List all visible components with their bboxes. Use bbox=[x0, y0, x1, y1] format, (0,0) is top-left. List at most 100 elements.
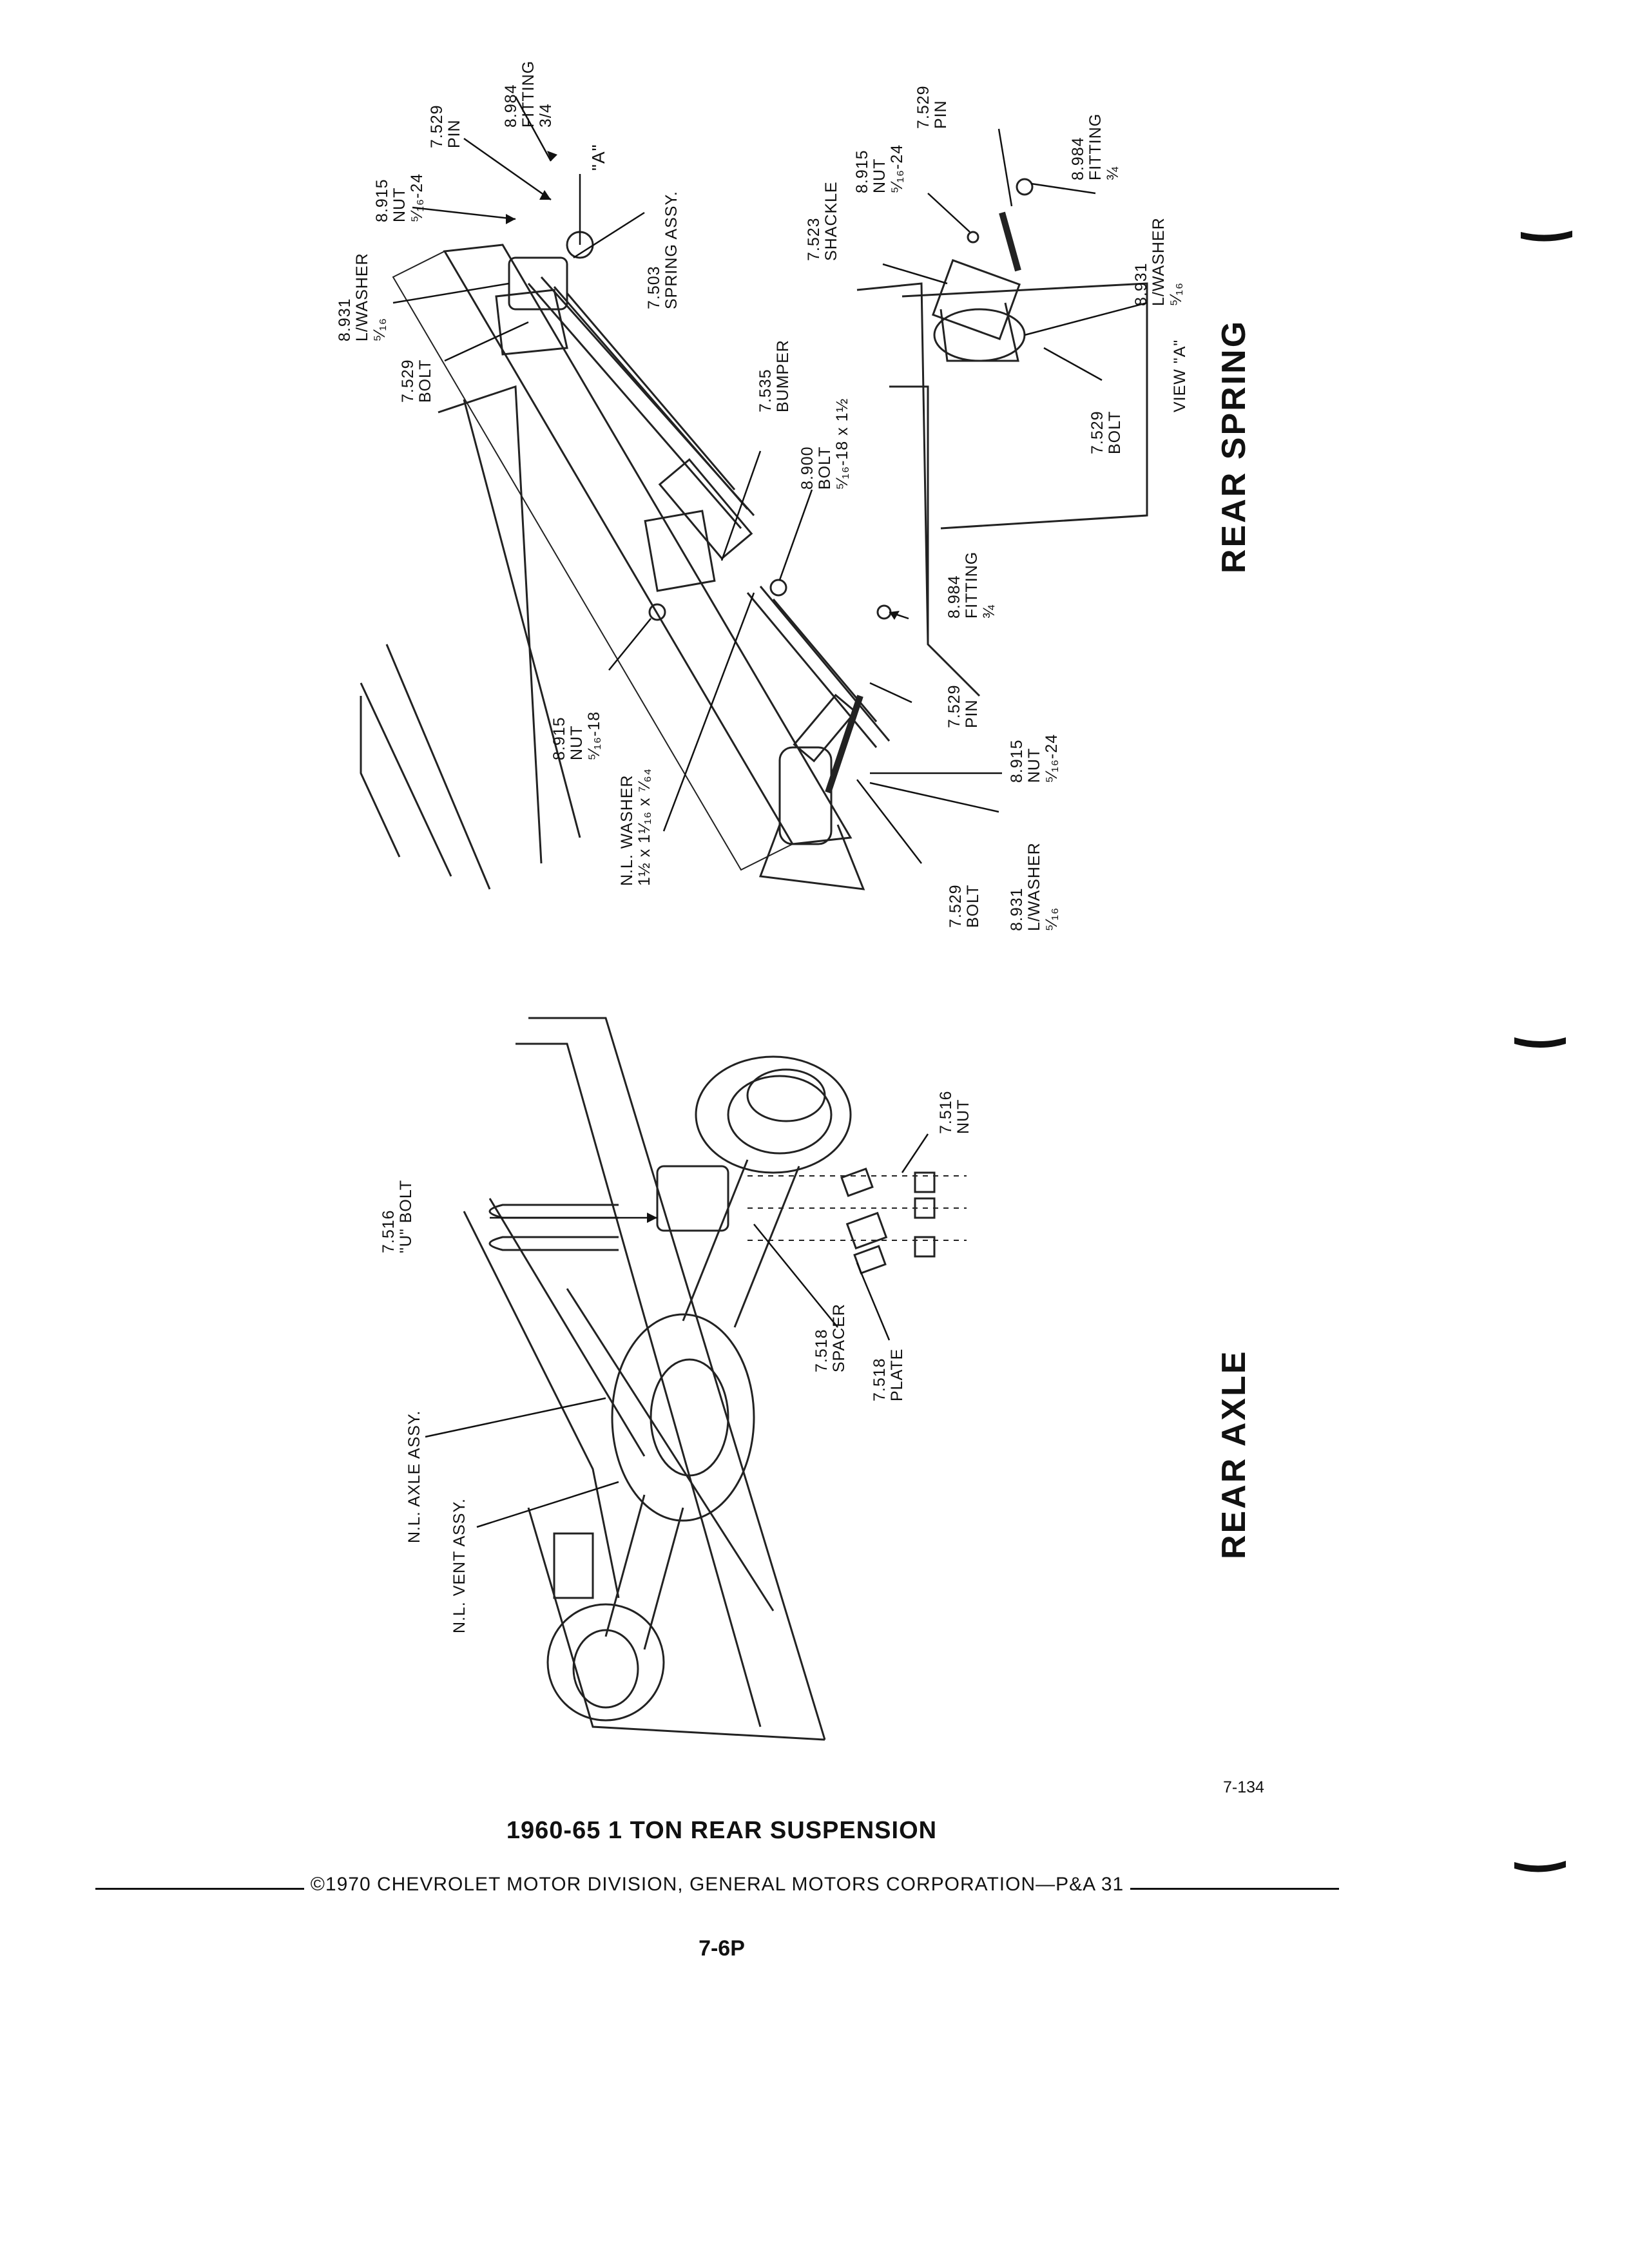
leaf-spring-drawing bbox=[527, 276, 891, 763]
callout-part-size: ⁵⁄₁₆-24 bbox=[408, 173, 426, 222]
callout-part-number: 8.915 bbox=[550, 716, 568, 760]
callout-bolt-top: 7.529 BOLT bbox=[399, 359, 434, 403]
callout-plate: 7.518 PLATE bbox=[871, 1349, 906, 1401]
callout-part-size: 3/4 bbox=[537, 103, 555, 128]
callout-part-number: 7.529 bbox=[1088, 410, 1106, 454]
callout-part-number: 7.516 bbox=[937, 1090, 955, 1134]
callout-view-a-nut: 8.915 NUT ⁵⁄₁₆-24 bbox=[853, 144, 906, 193]
callout-view-a-shackle: 7.523 SHACKLE bbox=[805, 181, 840, 261]
callout-view-a-washer: 8.931 L/WASHER ⁵⁄₁₆ bbox=[1132, 217, 1185, 306]
callout-vent-assy: N.L. VENT ASSY. bbox=[450, 1498, 468, 1633]
callout-nut-bottom: 8.915 NUT ⁵⁄₁₆-24 bbox=[1008, 734, 1061, 783]
copyright-line: ©1970 CHEVROLET MOTOR DIVISION, GENERAL … bbox=[95, 1874, 1339, 1896]
callout-part-name: PLATE bbox=[888, 1348, 906, 1401]
callout-part-number: 7.518 bbox=[813, 1329, 831, 1372]
callout-part-name: PIN bbox=[932, 100, 950, 129]
callout-part-name: BOLT bbox=[1106, 410, 1124, 454]
callout-part-number: 8.931 bbox=[1132, 262, 1150, 306]
callout-axle-nut: 7.516 NUT bbox=[937, 1090, 972, 1134]
callout-bumper: 7.535 BUMPER bbox=[757, 340, 792, 412]
callout-pin-top: 7.529 PIN bbox=[428, 104, 463, 148]
callout-nut-center: 8.915 NUT ⁵⁄₁₆-18 bbox=[550, 711, 603, 760]
callout-part-size: 1½ x 1¹⁄₁₆ x ⁷⁄₆₄ bbox=[635, 768, 653, 886]
axle-housing-drawing bbox=[546, 1055, 852, 1722]
view-a-caption: VIEW "A" bbox=[1171, 339, 1189, 412]
rule-left bbox=[95, 1887, 304, 1890]
callout-part-size: ⁵⁄₁₆-24 bbox=[888, 144, 906, 193]
callout-part-number: 7.535 bbox=[757, 369, 775, 412]
callout-fitting-top: 8.984 FITTING 3/4 bbox=[502, 60, 555, 128]
callout-part-name: BOLT bbox=[416, 359, 434, 403]
callout-part-number: 8.931 bbox=[1008, 887, 1026, 931]
callout-part-name: SHACKLE bbox=[822, 181, 840, 261]
callout-spacer: 7.518 SPACER bbox=[813, 1303, 848, 1372]
callout-part-name: SPRING ASSY. bbox=[662, 191, 680, 309]
rule-right bbox=[1130, 1887, 1339, 1890]
callout-part-number: 7.529 bbox=[947, 884, 965, 928]
callout-part-number: 8.931 bbox=[336, 298, 354, 341]
page-number: 7-6P bbox=[699, 1936, 745, 1961]
callout-part-name: BUMPER bbox=[774, 340, 792, 412]
callout-part-name: N.L. AXLE ASSY. bbox=[405, 1410, 423, 1543]
u-bolt-drawing bbox=[488, 1168, 936, 1274]
callout-part-name: NUT bbox=[871, 158, 889, 193]
callout-u-bolt: 7.516 "U" BOLT bbox=[380, 1180, 415, 1253]
callout-part-name: BOLT bbox=[964, 884, 982, 928]
callout-part-number: 7.518 bbox=[871, 1358, 889, 1401]
callout-part-name: FITTING bbox=[519, 60, 537, 128]
leader-arrowheads bbox=[506, 151, 900, 1223]
rear-axle-heading: REAR AXLE bbox=[1215, 1349, 1253, 1559]
callout-part-name: BOLT bbox=[816, 446, 834, 490]
callout-axle-assy: N.L. AXLE ASSY. bbox=[405, 1410, 423, 1543]
callout-washer-bottom: 8.931 L/WASHER ⁵⁄₁₆ bbox=[1008, 842, 1061, 931]
callout-fitting-bottom: 8.984 FITTING ¾ bbox=[945, 551, 998, 619]
callout-nl-washer: N.L. WASHER 1½ x 1¹⁄₁₆ x ⁷⁄₆₄ bbox=[618, 768, 653, 886]
callout-part-name: L/WASHER bbox=[353, 253, 371, 341]
callout-part-number: 7.516 bbox=[380, 1209, 398, 1253]
callout-view-a-fitting: 8.984 FITTING ¾ bbox=[1069, 113, 1122, 180]
callout-part-size: ¾ bbox=[980, 604, 998, 619]
copyright-text: ©1970 CHEVROLET MOTOR DIVISION, GENERAL … bbox=[310, 1874, 1124, 1895]
callout-part-name: "U" BOLT bbox=[397, 1179, 415, 1253]
callout-part-size: ¾ bbox=[1104, 166, 1122, 180]
callout-part-number: 8.915 bbox=[1008, 739, 1026, 783]
callout-spring-assy: 7.503 SPRING ASSY. bbox=[645, 191, 680, 309]
callout-part-number: 8.984 bbox=[1069, 137, 1087, 180]
rear-spring-heading: REAR SPRING bbox=[1215, 319, 1253, 573]
callout-part-number: 7.529 bbox=[914, 85, 932, 129]
callout-part-name: PIN bbox=[445, 119, 463, 148]
callout-part-number: 8.915 bbox=[853, 149, 871, 193]
callout-part-name: PIN bbox=[963, 699, 981, 728]
leader-lines bbox=[392, 96, 1148, 1528]
callout-part-name: FITTING bbox=[963, 551, 981, 619]
callout-part-size: ⁵⁄₁₆ bbox=[371, 317, 389, 341]
spring-hardware-drawing bbox=[495, 231, 892, 890]
callout-part-number: 7.529 bbox=[399, 359, 417, 403]
callout-part-number: 8.984 bbox=[945, 575, 963, 619]
callout-part-name: NUT bbox=[390, 187, 409, 222]
frame-rail-drawing bbox=[360, 244, 853, 890]
callout-pin-bottom: 7.529 PIN bbox=[945, 684, 981, 728]
callout-view-a-marker: "A" bbox=[588, 144, 608, 171]
callout-part-name: L/WASHER bbox=[1025, 842, 1043, 931]
callout-part-number: 7.529 bbox=[945, 684, 963, 728]
callout-view-a-pin: 7.529 PIN bbox=[914, 85, 950, 129]
callout-part-number: 7.523 bbox=[805, 217, 823, 261]
callout-nut-top: 8.915 NUT ⁵⁄₁₆-24 bbox=[373, 173, 426, 222]
callout-part-number: 8.984 bbox=[502, 84, 520, 128]
callout-washer-top: 8.931 L/WASHER ⁵⁄₁₆ bbox=[336, 253, 389, 341]
callout-part-name: SPACER bbox=[830, 1303, 848, 1372]
callout-part-number: 8.900 bbox=[798, 446, 816, 490]
callout-part-size: ⁵⁄₁₆ bbox=[1043, 907, 1061, 931]
axle-frame-drawing bbox=[463, 1017, 826, 1741]
callout-part-size: ⁵⁄₁₆ bbox=[1167, 282, 1185, 306]
figure-number: 7-134 bbox=[1223, 1778, 1264, 1796]
page-title: 1960-65 1 TON REAR SUSPENSION bbox=[506, 1817, 938, 1844]
callout-bolt-bottom: 7.529 BOLT bbox=[947, 884, 982, 928]
callout-part-name: NUT bbox=[568, 725, 586, 760]
callout-bolt-center: 8.900 BOLT ⁵⁄₁₆-18 x 1½ bbox=[798, 398, 851, 490]
margin-marks bbox=[1514, 231, 1572, 1872]
callout-part-name: FITTING bbox=[1086, 113, 1104, 180]
